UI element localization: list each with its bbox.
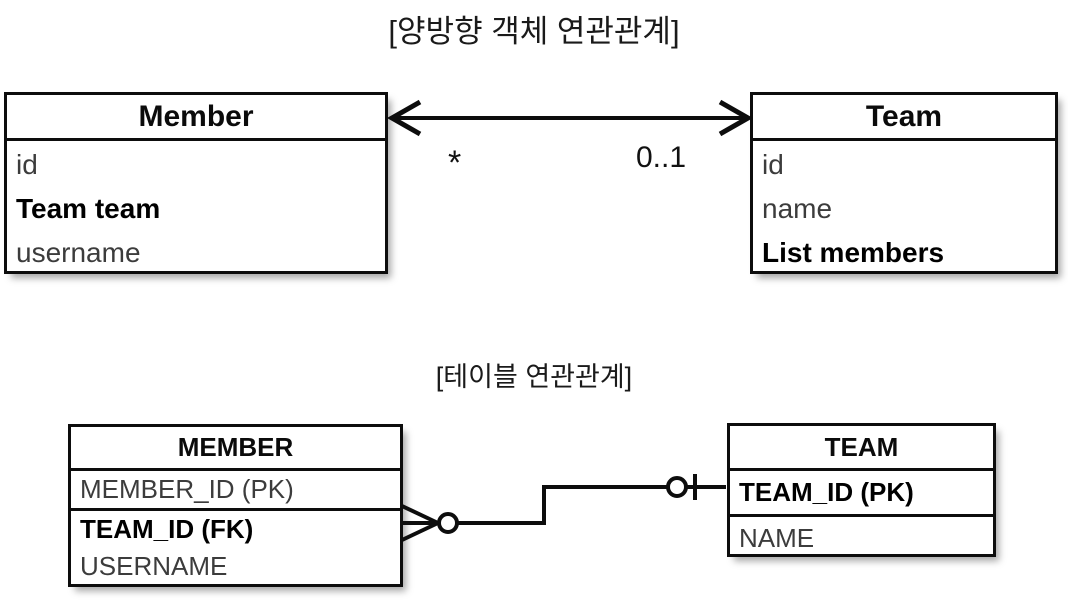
table-box-team-title: TEAM <box>730 426 993 471</box>
crows-foot-icon <box>401 474 726 542</box>
table-box-member-section-cols: TEAM_ID (FK) USERNAME <box>71 508 400 585</box>
table-column: MEMBER_ID (PK) <box>80 474 294 504</box>
class-attribute: name <box>762 193 833 224</box>
class-box-member-title: Member <box>7 95 385 141</box>
table-box-member-title: MEMBER <box>71 427 400 471</box>
class-attribute: id <box>762 149 784 180</box>
table-box-team[interactable]: TEAM TEAM_ID (PK) NAME <box>727 423 996 557</box>
double-arrow-icon <box>386 99 754 137</box>
class-attribute: username <box>16 237 141 268</box>
class-attribute: List members <box>762 237 945 268</box>
table-box-member[interactable]: MEMBER MEMBER_ID (PK) TEAM_ID (FK) USERN… <box>68 424 403 587</box>
class-box-member-attributes: id Team team username <box>7 141 385 275</box>
table-box-team-section-cols: NAME <box>730 514 993 560</box>
table-column: TEAM_ID (PK) <box>739 477 914 507</box>
class-attribute: id <box>16 149 38 180</box>
multiplicity-left: * <box>448 144 462 182</box>
table-diagram-title: [테이블 연관관계] <box>435 362 633 392</box>
class-box-member[interactable]: Member id Team team username <box>4 92 388 274</box>
multiplicity-right: 0..1 <box>636 141 687 174</box>
table-column: TEAM_ID (FK) <box>80 514 254 544</box>
table-box-member-section-pk: MEMBER_ID (PK) <box>71 471 400 508</box>
object-diagram-title: [양방향 객체 연관관계] <box>388 14 680 49</box>
table-column: NAME <box>739 523 815 553</box>
class-box-team[interactable]: Team id name List members <box>750 92 1058 274</box>
table-box-team-section-pk: TEAM_ID (PK) <box>730 471 993 514</box>
class-box-team-title: Team <box>753 95 1055 141</box>
table-column: USERNAME <box>80 551 228 581</box>
class-box-team-attributes: id name List members <box>753 141 1055 275</box>
class-attribute: Team team <box>16 193 161 224</box>
